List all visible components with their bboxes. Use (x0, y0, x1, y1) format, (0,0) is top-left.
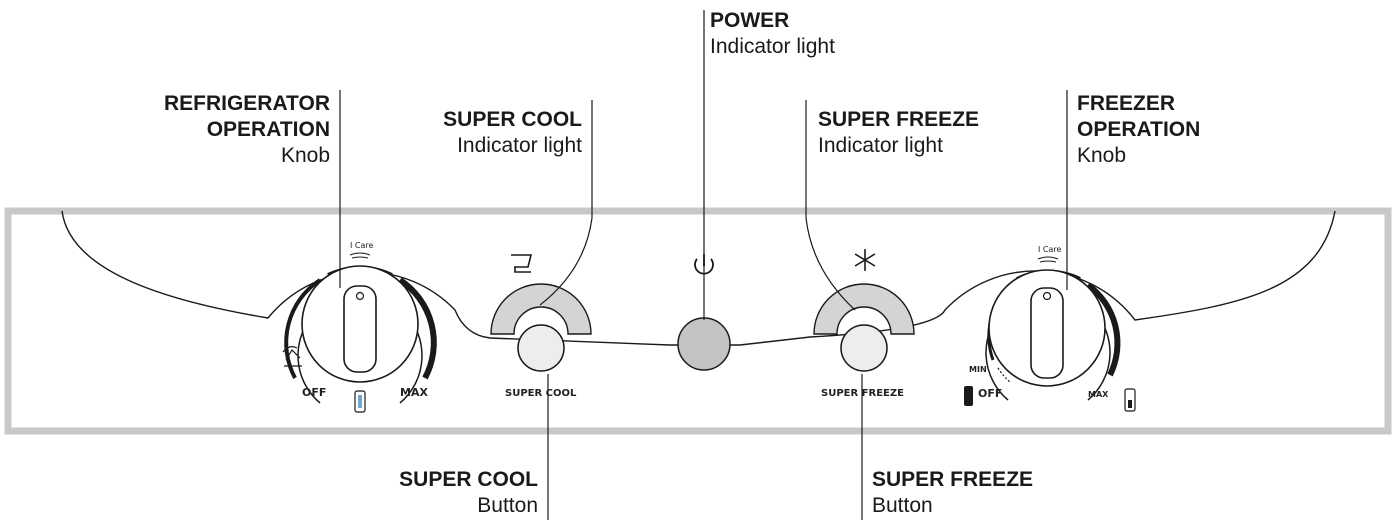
fridge-off-label: OFF (302, 386, 326, 399)
beach-chair-icon (282, 346, 302, 367)
superfreeze-button-callout: SUPER FREEZE Button (872, 467, 1033, 519)
power-callout-sub: Indicator light (710, 35, 835, 58)
freezer-icare-label: I Care (1038, 245, 1062, 254)
supercool-button-callout-sub: Button (477, 494, 538, 517)
freezer-min-label: MIN (969, 365, 987, 374)
fridge-knob-callout-title2: OPERATION (206, 118, 330, 141)
supercool-light-callout-title: SUPER COOL (443, 108, 582, 131)
power-callout-title: POWER (710, 9, 790, 32)
power-callout: POWER Indicator light (710, 8, 835, 60)
power-indicator-light (677, 317, 731, 371)
panel-frame (4, 207, 1392, 435)
freezer-hand-icon (1037, 256, 1059, 263)
freezer-max-label: MAX (1088, 390, 1109, 399)
fridge-max-label: MAX (400, 386, 428, 399)
superfreeze-indicator-light (813, 283, 915, 335)
panel-outline (61, 210, 1336, 346)
refrigerator-knob[interactable] (284, 265, 437, 404)
freezer-knob-callout-title1: FREEZER (1077, 92, 1176, 115)
superfreeze-button-callout-sub: Button (872, 494, 933, 517)
supercool-panel-text: SUPER COOL (505, 388, 577, 399)
supercool-button[interactable] (517, 324, 565, 372)
supercool-indicator-light (490, 283, 592, 335)
freezer-knob-callout-sub: Knob (1077, 144, 1127, 167)
fridge-icare-label: I Care (350, 241, 374, 250)
supercool-button-callout: SUPER COOL Button (300, 467, 538, 519)
supercool-light-callout-sub: Indicator light (457, 134, 582, 157)
freezer-knob-callout: FREEZER OPERATION Knob (1077, 91, 1200, 169)
supercool-light-callout: SUPER COOL Indicator light (380, 107, 582, 159)
supercool-button-callout-title: SUPER COOL (399, 468, 538, 491)
superfreeze-light-callout-title: SUPER FREEZE (818, 108, 980, 131)
superfreeze-button-callout-title: SUPER FREEZE (872, 468, 1034, 491)
fridge-hand-icon (349, 252, 371, 259)
leader-lines (339, 10, 1068, 520)
superfreeze-light-callout: SUPER FREEZE Indicator light (818, 107, 979, 159)
cart-icon (511, 254, 533, 273)
freezer-knob[interactable] (985, 269, 1121, 401)
fridge-knob-callout-sub: Knob (280, 144, 330, 167)
snowflake-icon (854, 249, 876, 271)
superfreeze-light-callout-sub: Indicator light (818, 134, 943, 157)
superfreeze-button[interactable] (840, 324, 888, 372)
fridge-knob-callout-title1: REFRIGERATOR (163, 92, 330, 115)
fridge-knob-callout: REFRIGERATOR OPERATION Knob (60, 91, 330, 169)
freezer-off-indicator-icon (964, 386, 973, 406)
freezer-knob-callout-title2: OPERATION (1077, 118, 1201, 141)
freezer-off-label: OFF (978, 387, 1002, 400)
